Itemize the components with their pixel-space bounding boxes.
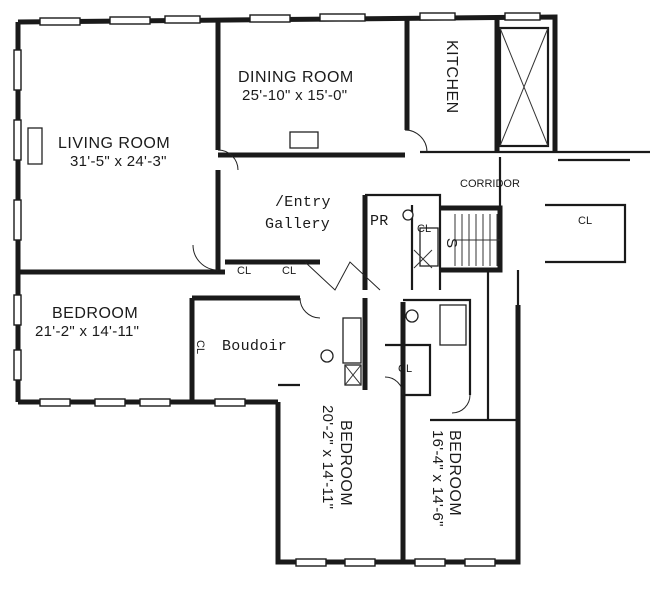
kitchen-pantry-shaft xyxy=(498,26,550,148)
bedroom-3-name: BEDROOM xyxy=(446,430,463,516)
corridor-name: CORRIDOR xyxy=(460,178,520,190)
closet-label: CL xyxy=(417,223,431,235)
stairs-label: S xyxy=(443,238,460,248)
bedroom-2-name: BEDROOM xyxy=(337,420,354,506)
interior-walls xyxy=(18,20,650,562)
bedroom-1-name: BEDROOM xyxy=(52,305,138,322)
kitchen-name: KITCHEN xyxy=(443,40,460,114)
boudoir-name: Boudoir xyxy=(222,338,287,355)
room-labels: LIVING ROOM 31'-5" x 24'-3" DINING ROOM … xyxy=(35,40,520,527)
closet-label: CL xyxy=(398,363,412,375)
closet-labels: CL CL CL CL CL CL xyxy=(194,215,592,375)
stair-treads xyxy=(454,214,500,266)
dining-room-name: DINING ROOM xyxy=(238,69,354,86)
bedroom-2-dims: 20'-2" x 14'-11" xyxy=(319,405,336,509)
closet-label: CL xyxy=(194,340,206,354)
dining-room-dims: 25'-10" x 15'-0" xyxy=(242,87,347,104)
closet-label: CL xyxy=(282,265,296,277)
living-room-name: LIVING ROOM xyxy=(58,135,170,152)
bedroom-1-dims: 21'-2" x 14'-11" xyxy=(35,323,139,340)
closet-label: CL xyxy=(578,215,592,227)
entry-gallery-line1: /Entry xyxy=(275,194,331,211)
powder-room-name: PR xyxy=(370,213,389,230)
entry-gallery-line2: Gallery xyxy=(265,216,330,233)
fireplace-icon xyxy=(27,127,319,165)
windows xyxy=(13,12,541,567)
closet-label: CL xyxy=(237,265,251,277)
bedroom-3-dims: 16'-4" x 14'-6" xyxy=(429,430,446,527)
door-swings xyxy=(192,129,471,414)
bathroom-fixtures xyxy=(320,209,467,386)
living-room-dims: 31'-5" x 24'-3" xyxy=(70,153,167,170)
